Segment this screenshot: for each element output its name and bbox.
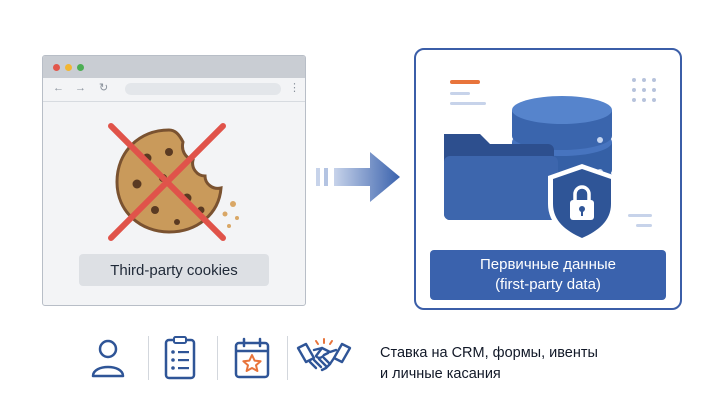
divider	[217, 336, 218, 380]
close-dot-icon	[53, 64, 60, 71]
browser-toolbar: ← → ↻ ⋮	[43, 78, 305, 102]
divider	[148, 336, 149, 380]
decorative-lines-icon	[450, 80, 486, 105]
bottom-caption-line2: и личные касания	[380, 366, 501, 382]
dot-grid-icon	[632, 78, 656, 102]
folder-icon	[444, 134, 558, 220]
menu-kebab-icon: ⋮	[289, 82, 300, 94]
handshake-icon	[296, 338, 352, 372]
back-arrow-icon: ←	[53, 82, 64, 94]
calendar-star-icon	[234, 337, 270, 379]
first-party-data-label-line2: (first-party data)	[495, 276, 601, 293]
decorative-dashes-icon	[628, 214, 652, 227]
browser-window: ← → ↻ ⋮ Third-party cookies	[42, 55, 306, 306]
divider	[287, 336, 288, 380]
reload-icon: ↻	[99, 82, 109, 94]
minimize-dot-icon	[65, 64, 72, 71]
first-party-data-label: Первичные данные (first-party data)	[430, 250, 666, 300]
first-party-data-label-line1: Первичные данные	[480, 256, 616, 273]
checklist-icon	[164, 336, 196, 380]
bottom-caption-line1: Ставка на CRM, формы, ивенты	[380, 345, 598, 361]
crossed-cookie-graphic	[108, 123, 239, 241]
cross-icon	[108, 123, 226, 241]
first-party-data-card: Первичные данные (first-party data)	[414, 48, 682, 310]
transition-arrow-icon	[316, 152, 400, 202]
maximize-dot-icon	[77, 64, 84, 71]
forward-arrow-icon: →	[75, 82, 86, 94]
first-party-data-graphic	[444, 78, 656, 244]
shield-lock-icon	[548, 164, 616, 244]
user-icon	[91, 339, 125, 378]
bottom-caption: Ставка на CRM, формы, ивенты и личные ка…	[380, 343, 710, 385]
third-party-cookies-label: Third-party cookies	[79, 254, 269, 286]
browser-titlebar	[43, 56, 305, 78]
url-bar	[125, 83, 281, 95]
